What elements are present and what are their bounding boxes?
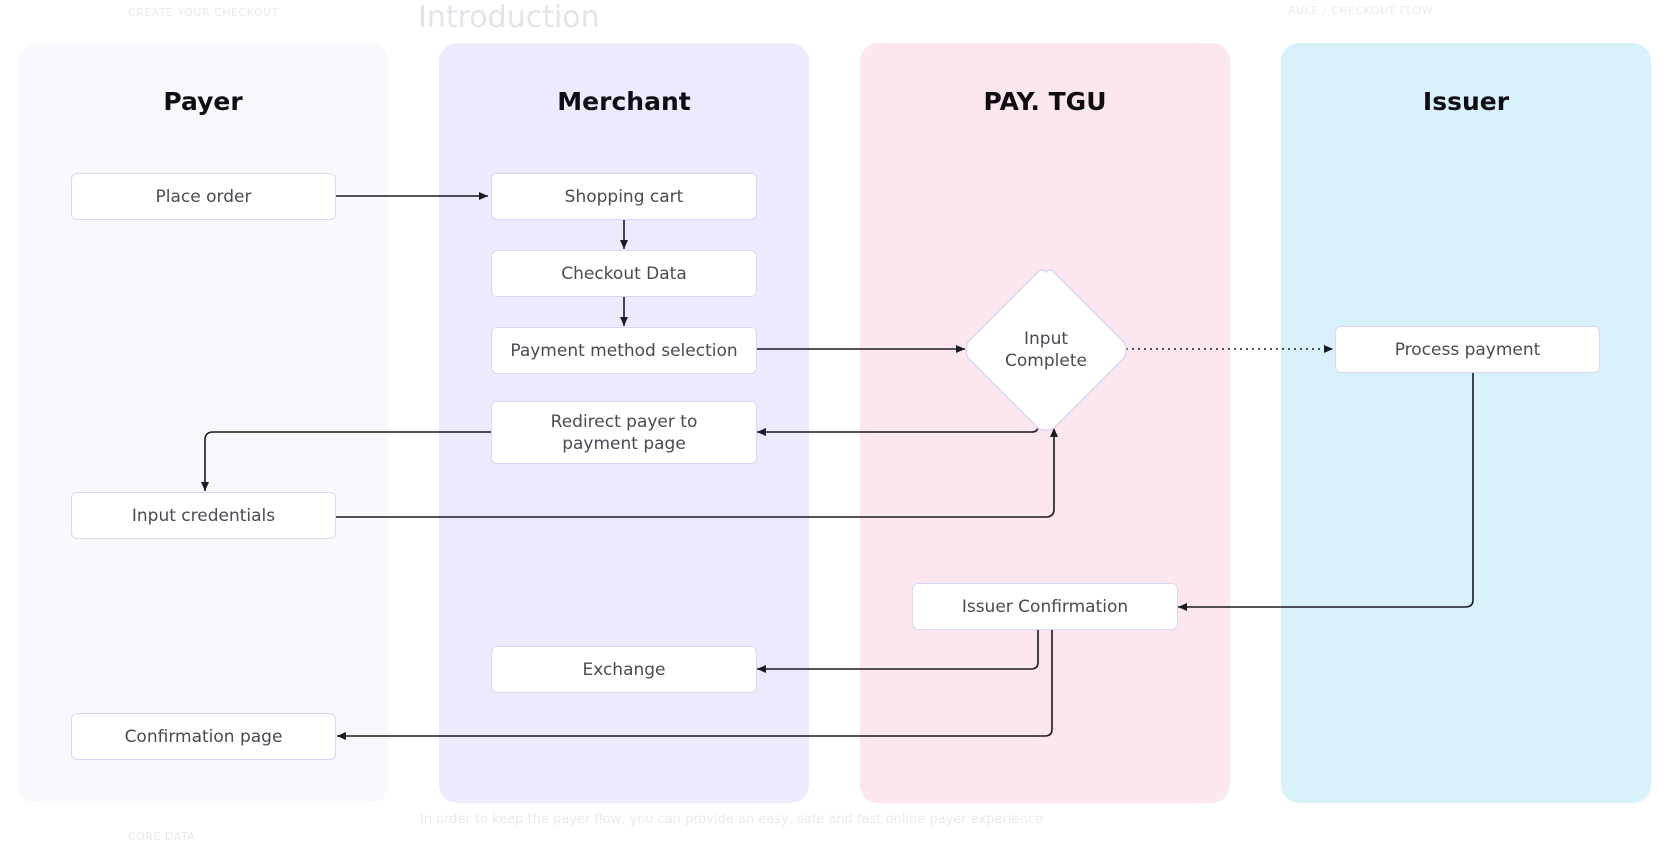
node-issuer-confirmation: Issuer Confirmation xyxy=(912,583,1178,630)
lane-payer: Payer xyxy=(18,43,388,803)
node-input-complete-label: Input Complete xyxy=(984,328,1108,372)
background-caption-top-right: RULE / CHECKOUT FLOW xyxy=(1288,4,1434,17)
node-exchange: Exchange xyxy=(491,646,757,693)
edge-redirect-to-input-credentials xyxy=(201,431,491,491)
background-heading: Introduction xyxy=(418,0,600,35)
edge-issuer-confirmation-to-exchange xyxy=(757,630,1039,673)
node-input-complete-line2: Complete xyxy=(1005,351,1087,371)
node-input-credentials: Input credentials xyxy=(71,492,336,539)
edge-process-payment-to-issuer-confirmation xyxy=(1178,373,1474,611)
node-shopping-cart: Shopping cart xyxy=(491,173,757,220)
lane-title-issuer: Issuer xyxy=(1422,87,1510,116)
node-process-payment: Process payment xyxy=(1335,326,1600,373)
lane-title-merchant: Merchant xyxy=(557,87,691,116)
node-input-complete-line1: Input xyxy=(1023,329,1069,349)
node-redirect-payer: Redirect payer to payment page xyxy=(491,401,757,464)
background-paragraph: In order to keep the payer flow, you can… xyxy=(420,812,1043,827)
node-redirect-payer-line1: Redirect payer to xyxy=(550,411,698,432)
edge-input-credentials-to-input-complete xyxy=(336,428,1058,518)
node-redirect-payer-line2: payment page xyxy=(562,433,686,454)
node-place-order: Place order xyxy=(71,173,336,220)
node-confirmation-page: Confirmation page xyxy=(71,713,336,760)
lane-issuer: Issuer xyxy=(1281,43,1651,803)
node-input-complete-diamond xyxy=(965,269,1127,431)
node-payment-method-selection: Payment method selection xyxy=(491,327,757,374)
lane-title-pay-tgu: PAY. TGU xyxy=(983,87,1107,116)
lane-title-payer: Payer xyxy=(163,87,243,116)
background-caption-top-left: CREATE YOUR CHECKOUT xyxy=(128,6,279,19)
edge-issuer-confirmation-to-confirmation-page xyxy=(337,630,1053,740)
node-checkout-data: Checkout Data xyxy=(491,250,757,297)
background-caption-bottom-left: CORE DATA xyxy=(128,830,196,843)
